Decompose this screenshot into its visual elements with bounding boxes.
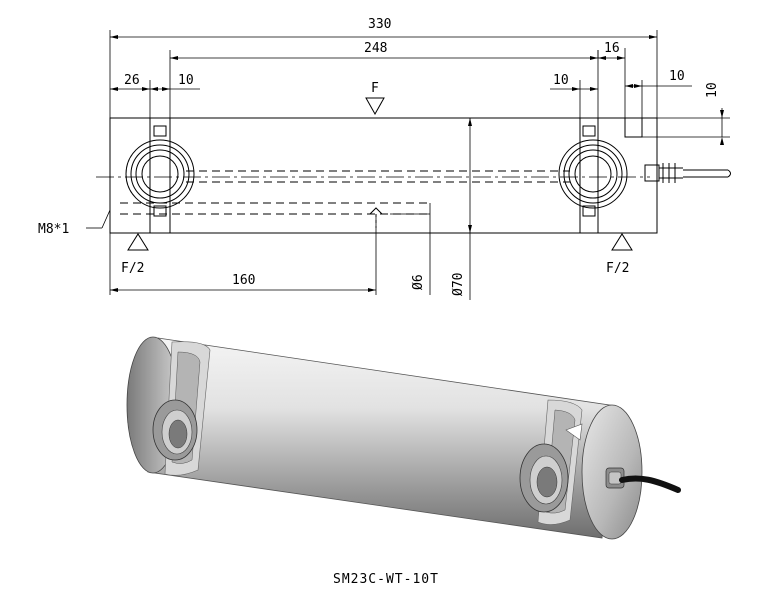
dim-right-slot: 10	[553, 73, 569, 88]
dim-overall-length: 330	[368, 17, 391, 32]
cable	[619, 475, 681, 493]
dimension-labels: 330 248 26 10 10 16 10 10 F F/2 F/2 M8*1…	[38, 17, 720, 296]
dim-notch-offset: 16	[604, 41, 620, 56]
load-label-left: F/2	[121, 261, 144, 276]
dim-left-slot: 10	[178, 73, 194, 88]
dim-notch-depth: 10	[705, 82, 720, 98]
load-top-triangle	[365, 97, 385, 116]
isometric-render	[126, 336, 681, 540]
dimension-lines	[86, 30, 730, 300]
dim-notch-width: 10	[669, 69, 685, 84]
load-left-triangle	[127, 233, 149, 251]
front-view	[96, 117, 731, 234]
left-bearing	[125, 139, 195, 209]
arrowheads	[110, 35, 724, 292]
thread-label: M8*1	[38, 222, 69, 237]
dim-hole-position: 160	[232, 273, 255, 288]
model-caption: SM23C-WT-10T	[333, 572, 439, 587]
body-outline	[109, 117, 658, 234]
dim-hole-diameter: Ø6	[411, 274, 426, 290]
load-arrows	[127, 97, 633, 251]
dim-span-length: 248	[364, 41, 387, 56]
load-label-right: F/2	[606, 261, 629, 276]
load-right-triangle	[611, 233, 633, 251]
load-label-top: F	[371, 81, 379, 96]
dim-end-length: 26	[124, 73, 140, 88]
right-bearing	[558, 139, 628, 209]
dim-body-diameter: Ø70	[451, 273, 466, 296]
